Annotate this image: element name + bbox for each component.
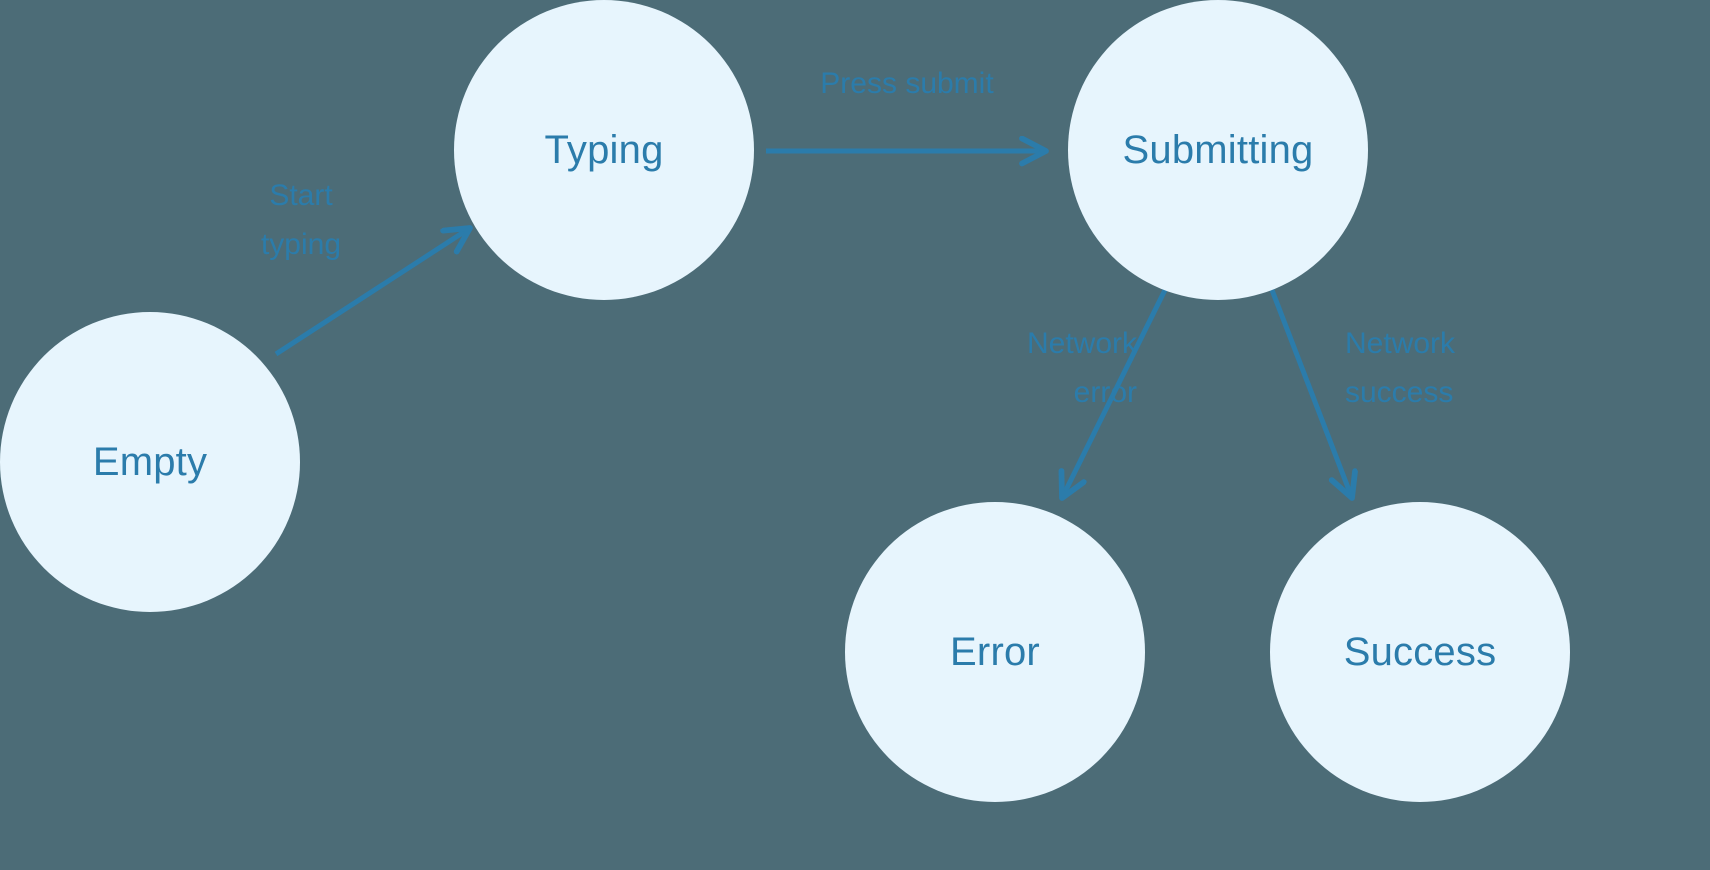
state-node-label: Typing xyxy=(544,128,664,172)
edge-label-network-success: Network success xyxy=(1345,327,1456,409)
state-node-label: Error xyxy=(950,630,1040,674)
state-node-label: Success xyxy=(1343,630,1497,674)
state-node-label: Empty xyxy=(92,440,208,484)
edge-submitting-to-error xyxy=(1062,288,1168,498)
state-node-empty[interactable]: Empty xyxy=(0,312,300,612)
state-node-error[interactable]: Error xyxy=(845,502,1145,802)
edge-label-network-error: Network error xyxy=(1026,327,1137,409)
edge-empty-to-typing xyxy=(274,228,470,357)
state-node-success[interactable]: Success xyxy=(1270,502,1570,802)
state-node-typing[interactable]: Typing xyxy=(454,0,754,300)
edge-label-press-submit: Press submit xyxy=(820,67,994,100)
state-node-submitting[interactable]: Submitting xyxy=(1068,0,1368,300)
edge-label-start-typing: Start typing xyxy=(260,179,342,261)
edge-submitting-to-success xyxy=(1269,289,1352,498)
state-node-label: Submitting xyxy=(1122,128,1314,172)
